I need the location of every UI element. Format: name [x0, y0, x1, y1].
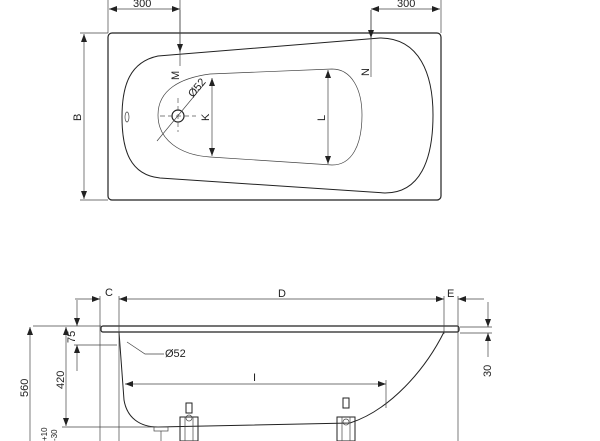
- dim-560: 560: [19, 379, 31, 397]
- overflow-icon: [124, 111, 130, 123]
- dim-420: 420: [55, 371, 67, 389]
- dim-75: 75: [66, 331, 78, 343]
- dim-left-300: 300: [133, 0, 151, 10]
- side-view: C D E 30 I Ø52 75 420 560 +10 -30: [19, 287, 494, 441]
- drain-diameter-side-label: Ø52: [165, 348, 186, 360]
- dim-30: 30: [482, 365, 494, 377]
- label-e: E: [447, 288, 454, 300]
- tub-outline-top: [107, 32, 442, 201]
- dim-tolerance-minus: -30: [50, 429, 59, 441]
- label-l: L: [316, 115, 328, 121]
- label-m: M: [170, 71, 182, 80]
- tub-profile-side: [118, 331, 445, 428]
- support-foot-right: [336, 397, 356, 441]
- label-b: B: [72, 114, 84, 121]
- dim-right-300: 300: [397, 0, 415, 10]
- label-d: D: [278, 288, 286, 300]
- label-k: K: [200, 113, 212, 121]
- tub-rim-side: [100, 325, 460, 333]
- tub-inner-outline: [121, 37, 434, 194]
- label-c: C: [105, 287, 113, 299]
- label-i: I: [253, 372, 256, 384]
- drain-diameter-label: Ø52: [186, 76, 209, 100]
- dim-tolerance-plus: +10: [40, 427, 49, 441]
- tub-basin-floor: [157, 68, 363, 166]
- top-view: Ø52 300 300 M N B K L: [72, 0, 442, 201]
- support-foot-left: [179, 402, 199, 441]
- label-n: N: [360, 68, 372, 76]
